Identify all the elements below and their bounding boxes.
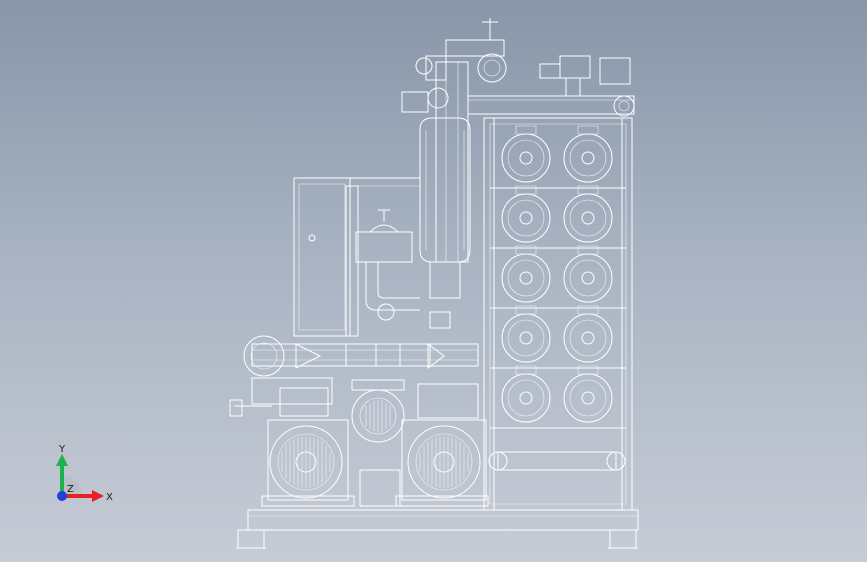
x-axis-label: X xyxy=(106,492,113,503)
membrane-module xyxy=(502,366,550,422)
y-axis-label: Y xyxy=(58,444,66,455)
membrane-module xyxy=(564,126,612,182)
membrane-module xyxy=(502,246,550,302)
membrane-module xyxy=(564,306,612,362)
membrane-module xyxy=(502,126,550,182)
y-axis-arrowhead xyxy=(56,454,68,466)
membrane-module xyxy=(502,186,550,242)
membrane-module-grid xyxy=(490,126,626,428)
x-axis-arrowhead xyxy=(92,490,104,502)
z-axis-label: Z xyxy=(67,484,74,495)
axis-triad[interactable]: Y X Z xyxy=(48,440,118,510)
triad-quadrant xyxy=(62,476,82,496)
membrane-module xyxy=(564,246,612,302)
motor-fan-grilles xyxy=(282,400,468,488)
unit-outline xyxy=(230,18,638,548)
membrane-module xyxy=(564,186,612,242)
z-axis-dot xyxy=(57,491,67,501)
membrane-module xyxy=(564,366,612,422)
membrane-module xyxy=(502,306,550,362)
